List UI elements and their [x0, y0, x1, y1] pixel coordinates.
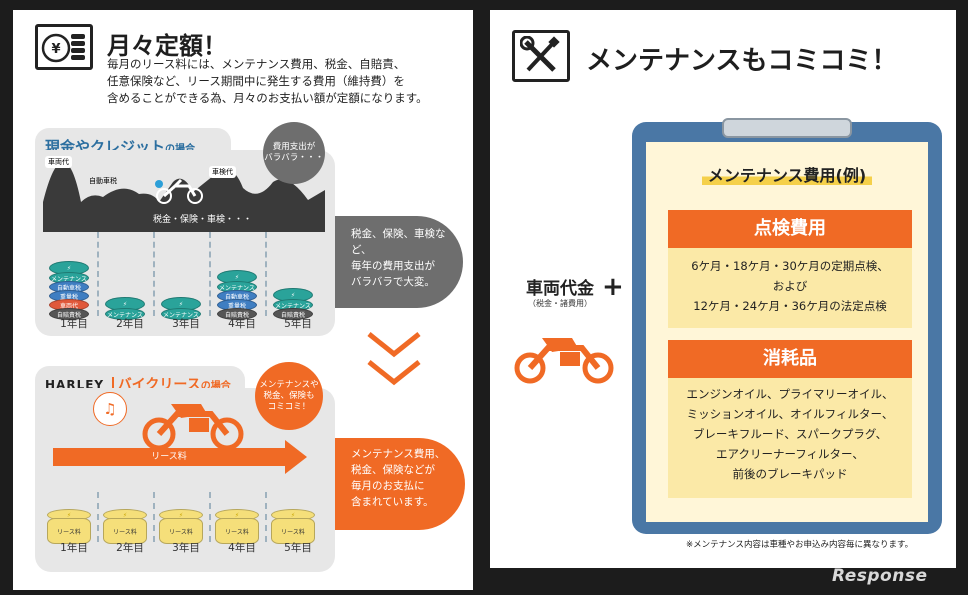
inspection-text: 6ケ月・18ケ月・30ケ月の定期点検、 および 12ケ月・24ケ月・36ケ月の法… [668, 256, 912, 316]
motorcycle-icon [142, 404, 244, 451]
lease-stack-year4: リース料 ⚡ [215, 509, 259, 544]
cash-tab-suffix: の場合 [165, 144, 195, 155]
text-line: 前後のブレーキパッド [732, 467, 848, 481]
coin-stack-year5: 自賠責税 メンテナンス ⚡ [271, 288, 315, 320]
note-line: 税金、保険、車検など、 [351, 228, 446, 256]
year-label: 4年目 [228, 542, 256, 554]
vehicle-price-sub: （税金・諸費用） [528, 299, 592, 308]
plus-sign: + [602, 272, 624, 302]
cost-mountain [43, 162, 325, 232]
year-label: 5年目 [284, 318, 312, 330]
year-label: 4年目 [228, 318, 256, 330]
inspection-head: 点検費用 [668, 210, 912, 248]
lease-stack-year3: リース料 ⚡ [159, 509, 203, 544]
lead-line: 任意保険など、リース期間中に発生する費用（維持費）を [107, 74, 405, 88]
music-note-icon: ♫ [93, 392, 127, 426]
note-line: 税金、保険などが [351, 464, 435, 476]
coin: リース料 [103, 518, 147, 544]
coin-stack-year4: 自賠責税 重量税 自動車税 メンテナンス ⚡ [215, 270, 259, 320]
consumables-text: エンジンオイル、プライマリーオイル、 ミッションオイル、オイルフィルター、 ブレ… [668, 384, 912, 484]
coin: メンテナンス [105, 308, 145, 320]
note-line: メンテナンス費用、 [351, 448, 446, 460]
note-line: 毎年の費用支出が [351, 260, 435, 272]
text-line: エアクリーナーフィルター、 [716, 447, 864, 461]
left-lead: 毎月のリース料には、メンテナンス費用、税金、自賠責、 任意保険など、リース期間中… [107, 56, 428, 107]
lease-arrow-bar: リース料 [53, 448, 285, 466]
coin: リース料 [47, 518, 91, 544]
lease-tab-suffix: の場合 [200, 381, 231, 392]
year-label: 5年目 [284, 542, 312, 554]
watermark-logo: Response [832, 566, 928, 586]
year-label: 1年目 [60, 318, 88, 330]
note-line: 含まれています。 [351, 496, 434, 508]
lease-stack-year5: リース料 ⚡ [271, 509, 315, 544]
arrow-right-icon [285, 440, 307, 474]
lease-note: メンテナンス費用、 税金、保険などが 毎月のお支払に 含まれています。 [335, 438, 465, 530]
lease-stack-year2: リース料 ⚡ [103, 509, 147, 544]
year-label: 2年目 [116, 542, 144, 554]
text-line: エンジンオイル、プライマリーオイル、 [686, 387, 894, 401]
lease-stack-year1: リース料 ⚡ [47, 509, 91, 544]
left-panel: ¥ 月々定額！ 毎月のリース料には、メンテナンス費用、税金、自賠責、 任意保険な… [13, 10, 473, 590]
lease-coin-area: リース料 ⚡ リース料 ⚡ リース料 ⚡ リース料 ⚡ リース料 ⚡ [43, 488, 323, 548]
label-auto-tax: 自動車税 [89, 177, 117, 185]
left-title: 月々定額！ [107, 32, 227, 60]
motorcycle-small-icon [155, 178, 203, 204]
coin: リース料 [159, 518, 203, 544]
text-line: 6ケ月・18ケ月・30ケ月の定期点検、 [691, 259, 889, 273]
year-label: 1年目 [60, 542, 88, 554]
coin: リース料 [271, 518, 315, 544]
footnote: ※メンテナンス内容は車種やお申込み内容毎に異なります。 [686, 540, 914, 550]
coin: メンテナンス [161, 308, 201, 320]
note-line: 毎月のお支払に [351, 480, 425, 492]
text-line: ブレーキフルード、スパークプラグ、 [692, 427, 888, 441]
card-title-wrap: メンテナンス費用(例) [656, 162, 918, 186]
text-line: ミッションオイル、オイルフィルター、 [686, 407, 894, 421]
coin: 自賠責税 [273, 308, 313, 320]
lease-bubble: メンテナンスや 税金、保険も コミコミ！ [255, 362, 323, 430]
motorcycle-icon [514, 338, 614, 384]
coin-stack-year3: メンテナンス ⚡ [159, 297, 203, 320]
coin: 自賠責税 [217, 308, 257, 320]
year-label: 3年目 [172, 318, 200, 330]
cash-coin-area: 自賠責税 車両代 重量税 自動車税 メンテナンス ⚡ メンテナンス ⚡ メンテナ… [43, 228, 323, 320]
cash-bubble: 費用支出が バラバラ・・・ [263, 122, 325, 184]
svg-text:¥: ¥ [51, 42, 60, 57]
lead-line: 含めることができる為、月々のお支払い額が定額になります。 [107, 91, 428, 105]
inspection-body [668, 248, 912, 328]
cash-note: 税金、保険、車検など、 毎年の費用支出が バラバラで大変。 [335, 216, 463, 308]
coin-stack-year2: メンテナンス ⚡ [103, 297, 147, 320]
coin-stack-year1: 自賠責税 車両代 重量税 自動車税 メンテナンス ⚡ [47, 261, 91, 320]
text-line: および [772, 279, 808, 293]
text-line: 12ケ月・24ケ月・36ケ月の法定点検 [693, 299, 887, 313]
consumables-head: 消耗品 [668, 340, 912, 378]
chevron-down-icon [367, 332, 421, 386]
label-inspection: 車検代 [209, 166, 236, 178]
consumables-body [668, 378, 912, 498]
wrench-screwdriver-icon [512, 30, 570, 82]
right-panel: メンテナンスもコミコミ！ 車両代金 （税金・諸費用） + メンテナンス費用(例)… [490, 10, 956, 568]
right-title: メンテナンスもコミコミ！ [586, 46, 898, 76]
year-label: 3年目 [172, 542, 200, 554]
vehicle-price-label: 車両代金 [526, 279, 594, 299]
year-label: 2年目 [116, 318, 144, 330]
coins-icon: ¥ [35, 24, 93, 70]
card-title: メンテナンス費用(例) [701, 166, 873, 185]
lead-line: 毎月のリース料には、メンテナンス費用、税金、自賠責、 [107, 57, 406, 71]
note-line: バラバラで大変。 [351, 276, 435, 288]
label-car-price: 車両代 [45, 156, 72, 168]
clipboard-clip [722, 118, 852, 138]
label-tax-line: 税金・保険・車検・・・ [153, 215, 253, 225]
coin: 自賠責税 [49, 308, 89, 320]
coin: リース料 [215, 518, 259, 544]
